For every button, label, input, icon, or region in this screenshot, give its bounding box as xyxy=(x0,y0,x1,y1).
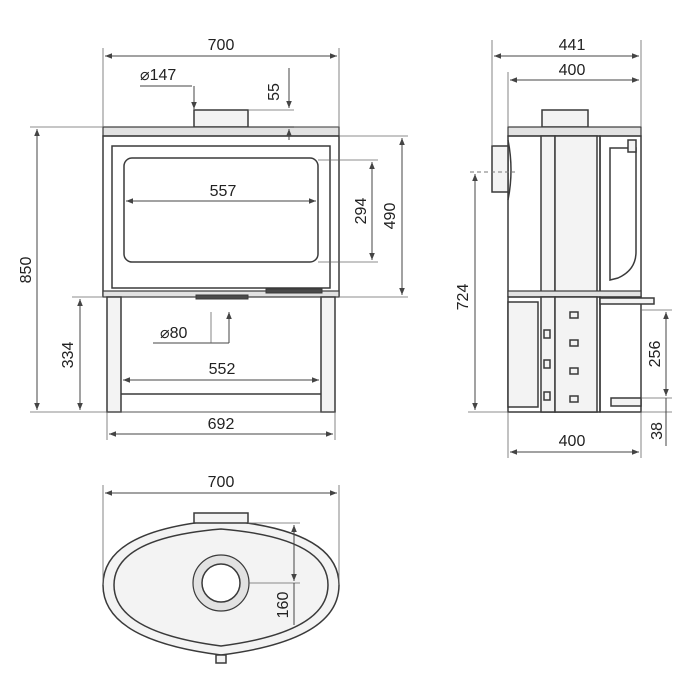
front-control-slider xyxy=(195,294,249,300)
dim-air-inlet-label: ⌀80 xyxy=(160,325,188,342)
side-door-panel xyxy=(599,135,642,297)
dim-inlet-offset-label: 38 xyxy=(649,422,666,440)
side-slot xyxy=(569,339,579,347)
side-slot xyxy=(543,359,551,369)
dim-flue-height-label: 55 xyxy=(266,83,283,101)
top-flue-collar-inner xyxy=(201,563,241,603)
side-slot xyxy=(543,391,551,401)
dim-flue-diameter-label: ⌀147 xyxy=(140,67,176,84)
dim-base-height-label: 334 xyxy=(60,342,77,369)
top-inner-outline xyxy=(113,528,329,647)
dim-base-width-label: 692 xyxy=(208,416,235,433)
side-column xyxy=(540,135,556,297)
side-slot xyxy=(569,311,579,319)
side-front-ledge xyxy=(599,297,655,305)
side-flue-outlet xyxy=(541,109,589,128)
side-view: 441 400 724 256 38 400 xyxy=(455,37,672,458)
dim-top-flue-offset-label: 160 xyxy=(275,592,292,619)
side-slot xyxy=(569,367,579,375)
front-top-plate xyxy=(102,126,340,137)
top-flue-outlet xyxy=(193,512,249,524)
dim-body-depth-label: 400 xyxy=(559,62,586,79)
dim-flue-axis-height-label: 724 xyxy=(455,284,472,311)
front-door xyxy=(111,145,331,289)
dim-total-depth-label: 441 xyxy=(559,37,586,54)
side-rear-flue xyxy=(491,145,509,193)
side-slot xyxy=(569,395,579,403)
dim-width-top-label: 700 xyxy=(208,37,235,54)
side-bottom-plate xyxy=(507,290,642,298)
side-door-glass xyxy=(609,147,637,281)
side-column-inner xyxy=(554,135,598,297)
front-glass-window xyxy=(123,157,319,263)
side-handle xyxy=(627,139,637,153)
front-view: 700 ⌀147 55 557 294 490 850 334 xyxy=(18,37,408,440)
front-base-left-leg xyxy=(106,296,122,413)
front-body xyxy=(102,135,340,297)
dim-base-depth-label: 400 xyxy=(559,433,586,450)
front-ash-lid xyxy=(265,288,323,294)
dim-top-width-label: 700 xyxy=(208,474,235,491)
side-top-plate xyxy=(507,126,642,137)
side-slot xyxy=(543,329,551,339)
side-base-rear-panel xyxy=(507,301,539,408)
side-front-foot xyxy=(610,397,642,407)
side-rear-flue-curve xyxy=(507,139,512,201)
top-front-knob xyxy=(215,654,227,664)
dim-window-width-label: 557 xyxy=(210,183,237,200)
front-flue-outlet xyxy=(193,109,249,128)
dim-total-height-label: 850 xyxy=(18,257,35,284)
dim-window-height-label: 294 xyxy=(353,198,370,225)
dim-inlet-height-label: 256 xyxy=(647,341,664,368)
dim-base-inner-width-label: 552 xyxy=(209,361,236,378)
dim-body-height-label: 490 xyxy=(382,203,399,230)
front-base-right-leg xyxy=(320,296,336,413)
side-base-front xyxy=(599,296,642,413)
top-view: 700 160 xyxy=(102,474,340,664)
